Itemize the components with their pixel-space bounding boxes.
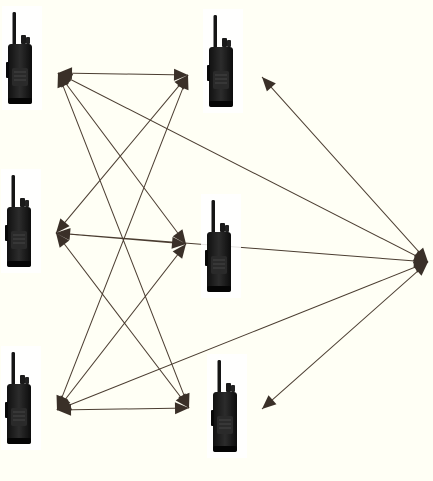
link-radio-mid-left-to-radio-bottom-right bbox=[55, 232, 190, 409]
arrowhead-radio-top-right-2 bbox=[177, 75, 189, 91]
link-radio-mid-left-to-radio-top-right bbox=[55, 74, 189, 234]
arrowhead-radio-mid-right-2 bbox=[172, 244, 186, 259]
link-radio-bottom-right-to-far-right-node bbox=[261, 261, 429, 410]
devices-layer bbox=[1, 6, 247, 458]
link-radio-top-right-to-far-right-node bbox=[261, 76, 429, 263]
link-radio-bottom-left-to-radio-mid-right bbox=[56, 243, 187, 411]
link-radio-mid-left-to-far-right-node bbox=[55, 232, 429, 263]
arrowhead-radio-mid-right-0 bbox=[172, 229, 186, 244]
arrowhead-radio-top-right-0 bbox=[262, 77, 276, 92]
radio-bottom-left-walkie-talkie-icon bbox=[1, 346, 41, 450]
arrowhead-radio-bottom-right-2 bbox=[174, 402, 189, 415]
arrowhead-far-right-node-3 bbox=[414, 247, 428, 262]
arrowhead-radio-mid-left-0 bbox=[56, 218, 70, 233]
links-layer bbox=[55, 72, 429, 411]
arrowhead-radio-bottom-left-1 bbox=[57, 395, 71, 410]
link-radio-top-left-to-radio-top-right bbox=[57, 72, 189, 76]
radio-bottom-right-walkie-talkie-icon bbox=[207, 354, 247, 458]
radio-top-left-walkie-talkie-icon bbox=[2, 6, 42, 110]
arrowhead-radio-top-left-2 bbox=[57, 73, 69, 89]
arrowhead-radio-top-right-0 bbox=[173, 68, 188, 81]
arrowhead-radio-bottom-left-3 bbox=[57, 399, 73, 411]
arrowhead-radio-mid-left-2 bbox=[56, 233, 70, 248]
radio-top-right-walkie-talkie-icon bbox=[203, 9, 243, 113]
link-radio-bottom-left-to-radio-bottom-right bbox=[56, 407, 190, 411]
link-radio-bottom-left-to-far-right-node bbox=[56, 261, 429, 411]
radio-mid-left-walkie-talkie-icon bbox=[1, 169, 41, 273]
link-radio-top-left-to-far-right-node bbox=[57, 72, 429, 263]
link-radio-top-left-to-radio-mid-right bbox=[57, 72, 187, 245]
arrowhead-far-right-node-4 bbox=[413, 262, 428, 276]
radio-mid-right-walkie-talkie-icon bbox=[201, 194, 241, 298]
arrowhead-radio-top-left-3 bbox=[58, 73, 74, 85]
arrowhead-radio-bottom-right-0 bbox=[262, 395, 277, 409]
arrowhead-radio-mid-left-3 bbox=[56, 228, 71, 241]
arrowhead-radio-mid-right-1 bbox=[171, 236, 186, 249]
arrowheads-layer bbox=[56, 67, 428, 416]
arrowhead-radio-bottom-right-1 bbox=[175, 393, 189, 408]
link-radio-bottom-left-to-radio-top-right bbox=[56, 74, 189, 411]
